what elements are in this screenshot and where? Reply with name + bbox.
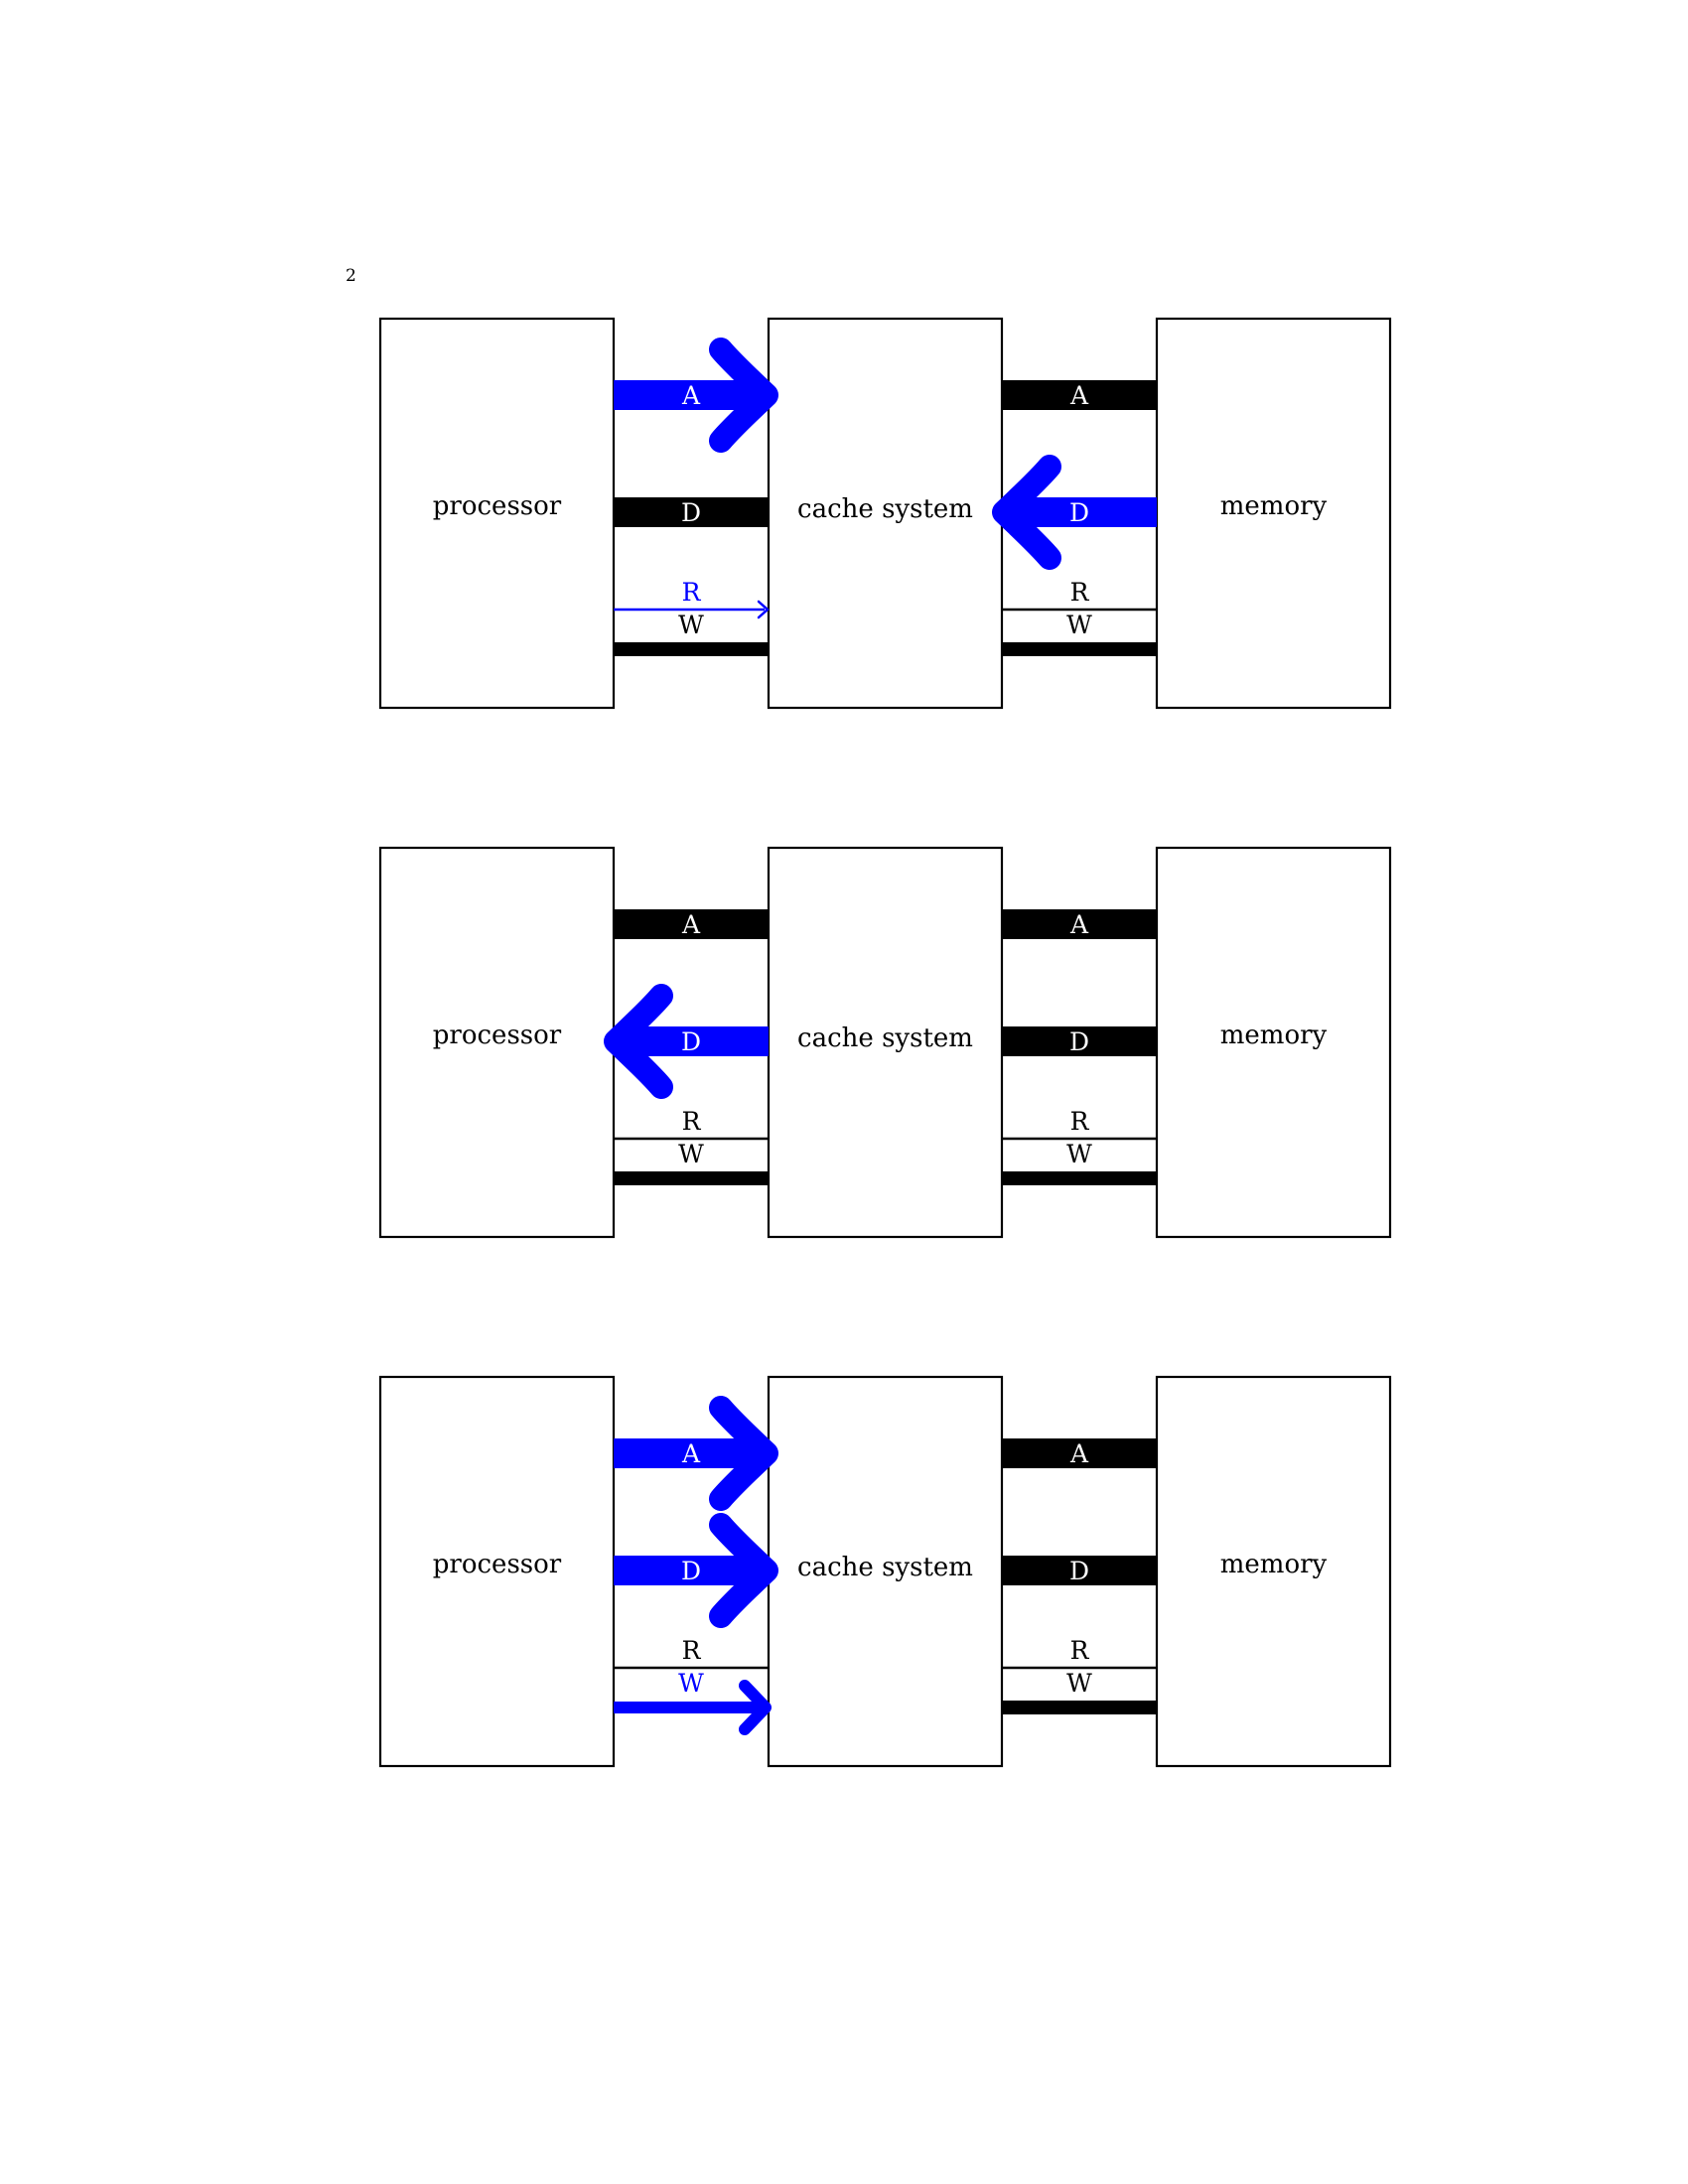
data-bus-bar xyxy=(1002,1026,1157,1056)
data-label: D xyxy=(1069,1027,1089,1056)
address-label: A xyxy=(1069,381,1089,410)
write-label: W xyxy=(1066,1669,1092,1698)
read-label: R xyxy=(682,578,702,607)
data-label: D xyxy=(681,1557,701,1585)
write-bus-bar xyxy=(614,642,769,656)
read-label: R xyxy=(682,1107,702,1136)
data-bus-bar xyxy=(614,497,769,527)
memory-label: memory xyxy=(1220,491,1328,521)
cache-label: cache system xyxy=(797,1024,973,1053)
read-label: R xyxy=(1070,578,1090,607)
data-arrow-icon xyxy=(604,984,673,1099)
data-label: D xyxy=(681,1027,701,1056)
address-label: A xyxy=(681,910,701,939)
write-label: W xyxy=(678,1140,704,1168)
read-label: R xyxy=(682,1636,702,1665)
write-label: W xyxy=(678,611,704,639)
cache-label: cache system xyxy=(797,1553,973,1582)
read-arrow-icon xyxy=(757,600,770,619)
address-label: A xyxy=(1069,1439,1089,1468)
write-label: W xyxy=(1066,611,1092,639)
address-label: A xyxy=(681,381,701,410)
data-label: D xyxy=(681,498,701,527)
left-bus: A D RW xyxy=(614,1396,778,1735)
left-bus: A D RW xyxy=(604,909,769,1185)
data-arrow-icon xyxy=(709,1513,778,1628)
write-bus-bar xyxy=(1002,1701,1157,1714)
data-label: D xyxy=(1069,1557,1089,1585)
write-label: W xyxy=(678,1669,704,1698)
right-bus: A D RW xyxy=(1002,909,1157,1185)
processor-label: processor xyxy=(433,1021,562,1050)
memory-box xyxy=(1155,846,1392,1239)
memory-label: memory xyxy=(1220,1021,1328,1050)
address-bus-bar xyxy=(1002,909,1157,939)
memory-box xyxy=(1155,317,1392,710)
processor-box xyxy=(378,1375,616,1768)
address-bus-bar xyxy=(1002,1438,1157,1468)
write-label: W xyxy=(1066,1140,1092,1168)
write-bus-bar xyxy=(1002,1171,1157,1185)
processor-label: processor xyxy=(433,1550,562,1579)
cache-box xyxy=(767,317,1004,710)
write-bus-bar xyxy=(614,1171,769,1185)
processor-label: processor xyxy=(433,491,562,521)
write-arrow-icon xyxy=(739,1680,772,1735)
address-bus-bar xyxy=(1002,380,1157,410)
right-bus: A D RW xyxy=(1002,1438,1157,1714)
memory-box xyxy=(1155,1375,1392,1768)
cache-box xyxy=(767,1375,1004,1768)
cache-label: cache system xyxy=(797,494,973,524)
read-label: R xyxy=(1070,1107,1090,1136)
data-bus-bar xyxy=(1002,1556,1157,1585)
read-label: R xyxy=(1070,1636,1090,1665)
address-label: A xyxy=(681,1439,701,1468)
address-label: A xyxy=(1069,910,1089,939)
write-bus-bar xyxy=(1002,642,1157,656)
address-arrow-icon xyxy=(709,338,778,453)
page-number: 2 xyxy=(346,266,356,286)
data-label: D xyxy=(1069,498,1089,527)
processor-box xyxy=(378,317,616,710)
right-bus: A D RW xyxy=(992,380,1157,656)
address-bus-bar xyxy=(614,909,769,939)
left-bus: A D RW xyxy=(614,338,778,656)
data-arrow-icon xyxy=(992,455,1061,570)
memory-label: memory xyxy=(1220,1550,1328,1579)
address-arrow-icon xyxy=(709,1396,778,1511)
processor-box xyxy=(378,846,616,1239)
